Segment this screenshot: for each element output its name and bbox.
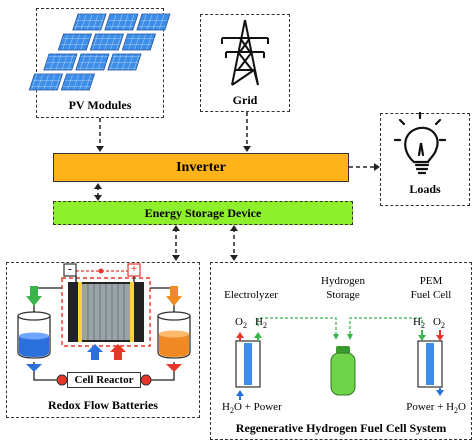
pem-output: Power + H2O (406, 401, 466, 416)
fuel-cell-title: Regenerative Hydrogen Fuel Cell System (235, 421, 447, 435)
grid-label: Grid (232, 93, 258, 107)
electrolyzer-h2: H2 (255, 316, 267, 331)
electrolyzer-o2: O2 (235, 316, 247, 331)
pem-label-1: PEM (419, 275, 443, 287)
electrolyzer-input: H2O + Power (222, 401, 282, 416)
pem-h2: H2 (413, 316, 425, 331)
pv-modules-label: PV Modules (68, 98, 132, 112)
inverter-label: Inverter (176, 159, 226, 175)
redox-title: Redox Flow Batteries (48, 398, 158, 412)
loads-label: Loads (409, 182, 441, 196)
energy-storage-bar: Energy Storage Device (53, 201, 353, 225)
electrolyzer-label: Electrolyzer (224, 289, 278, 301)
plus-terminal: + (130, 263, 138, 275)
energy-storage-label: Energy Storage Device (144, 205, 262, 220)
hydrogen-storage-label-2: Storage (326, 289, 360, 301)
cell-reactor-label: Cell Reactor (67, 372, 141, 388)
inverter-bar: Inverter (53, 153, 349, 182)
minus-terminal: - (68, 263, 72, 275)
pem-o2: O2 (433, 316, 445, 331)
redox-box (6, 262, 200, 418)
pem-label-2: Fuel Cell (410, 289, 452, 301)
hydrogen-storage-label-1: Hydrogen (321, 275, 365, 287)
